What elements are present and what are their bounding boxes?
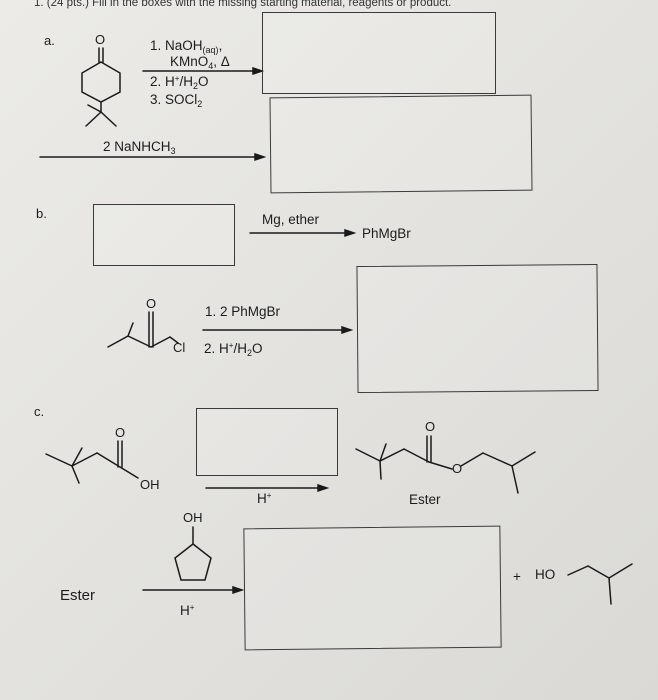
reagent-a-step1-aq: (aq) (202, 45, 219, 55)
reagent-a-step3-num: 3. (150, 92, 162, 107)
acyl-chloride-structure (107, 311, 179, 348)
reagent-a-step2-tail: O (197, 74, 209, 89)
ester-start-label: Ester (60, 587, 96, 604)
arrow-c2 (142, 585, 245, 595)
cyclopentanol-oh-label: OH (183, 510, 203, 525)
reagent-b-step2-sub: 2 (246, 348, 252, 358)
product-b-phmgbr: PhMgBr (362, 226, 411, 241)
reagent-b-step2-main: 2. H (204, 341, 229, 356)
reagent-a-amine-sub: 3 (170, 146, 176, 156)
catalyst-c1: H+ (257, 491, 271, 506)
acid-oxygen-label: O (115, 425, 126, 440)
reagent-a-step2-mid: /H (179, 74, 193, 89)
cyclohexanone-structure (81, 47, 121, 127)
reagent-a-step1-naoh: NaOH (165, 38, 203, 53)
reagent-b-step2: 2. H+/H2O (204, 341, 263, 358)
reagent-a-kmno4: KMnO4, Δ (170, 54, 230, 71)
reagent-a-step1-comma: , (218, 38, 223, 53)
reagent-a-amine-main: 2 NaNHCH (103, 139, 171, 154)
reagent-a-amine: 2 NaNHCH3 (103, 139, 176, 156)
arrow-b2 (202, 325, 354, 335)
reagent-a-step2-num: 2. (150, 74, 162, 89)
reagent-b-step2-plus: + (228, 341, 234, 350)
answer-box-c2[interactable] (243, 525, 502, 651)
ester-link-oxygen: O (452, 461, 463, 476)
reagent-a-step1: 1. NaOH(aq), (150, 38, 223, 55)
part-c-label: c. (34, 404, 45, 419)
alcohol-ho-label: HO (535, 567, 556, 582)
catalyst-c2-h: H (180, 603, 190, 618)
reagent-a-step3-sub: 2 (197, 99, 203, 109)
arrow-a1 (142, 66, 265, 76)
reagent-a-kmno4-tail: , Δ (213, 54, 230, 69)
isobutanol-structure (567, 563, 633, 605)
reagent-a-kmno4-main: KMnO (170, 54, 209, 69)
question-header: 1. (24 pts.) Fill in the boxes with the … (34, 0, 452, 9)
reagent-b-step1: 1. 2 PhMgBr (205, 304, 281, 319)
reagent-a-step3-main: SOCl (165, 92, 198, 107)
acyl-oxygen-label: O (146, 296, 157, 311)
ester-carbonyl-oxygen: O (425, 419, 436, 434)
reagent-a-step2: 2. H+/H2O (150, 74, 209, 91)
reagent-b-step2-mid: /H (233, 341, 247, 356)
ester-structure (355, 435, 536, 494)
part-a-label: a. (44, 33, 55, 48)
catalyst-c2-plus: + (189, 603, 195, 612)
ketone-oxygen-label: O (95, 32, 106, 47)
cyclopentanol-structure (174, 526, 212, 581)
catalyst-c1-plus: + (266, 491, 272, 500)
answer-box-c1[interactable] (196, 408, 338, 476)
acid-oh-label: OH (140, 477, 160, 492)
arrow-c1 (205, 483, 330, 493)
answer-box-b2[interactable] (356, 263, 599, 394)
reagent-a-step1-num: 1. (150, 38, 162, 53)
reagent-a-kmno4-sub: 4 (208, 61, 214, 71)
reagent-a-step2-sub: 2 (192, 81, 198, 91)
part-b-label: b. (36, 206, 47, 221)
reagent-a-step3: 3. SOCl2 (150, 92, 203, 109)
chlorine-label: Cl (173, 340, 186, 355)
plus-sign: + (513, 569, 521, 584)
catalyst-c2: H+ (180, 603, 194, 618)
catalyst-c1-h: H (257, 491, 267, 506)
ester-label: Ester (409, 492, 441, 507)
reagent-a-step2-plus: + (174, 74, 180, 83)
reagent-b-step2-tail: O (251, 341, 263, 356)
answer-box-a1[interactable] (262, 12, 496, 94)
carboxylic-acid-structure (45, 440, 139, 484)
reagent-a-step2-h: H (165, 74, 175, 89)
arrow-a2 (39, 152, 267, 162)
answer-box-a2[interactable] (269, 94, 533, 194)
reagent-b-mg: Mg, ether (262, 212, 320, 227)
answer-box-b1[interactable] (93, 204, 235, 266)
arrow-b1 (249, 228, 357, 238)
